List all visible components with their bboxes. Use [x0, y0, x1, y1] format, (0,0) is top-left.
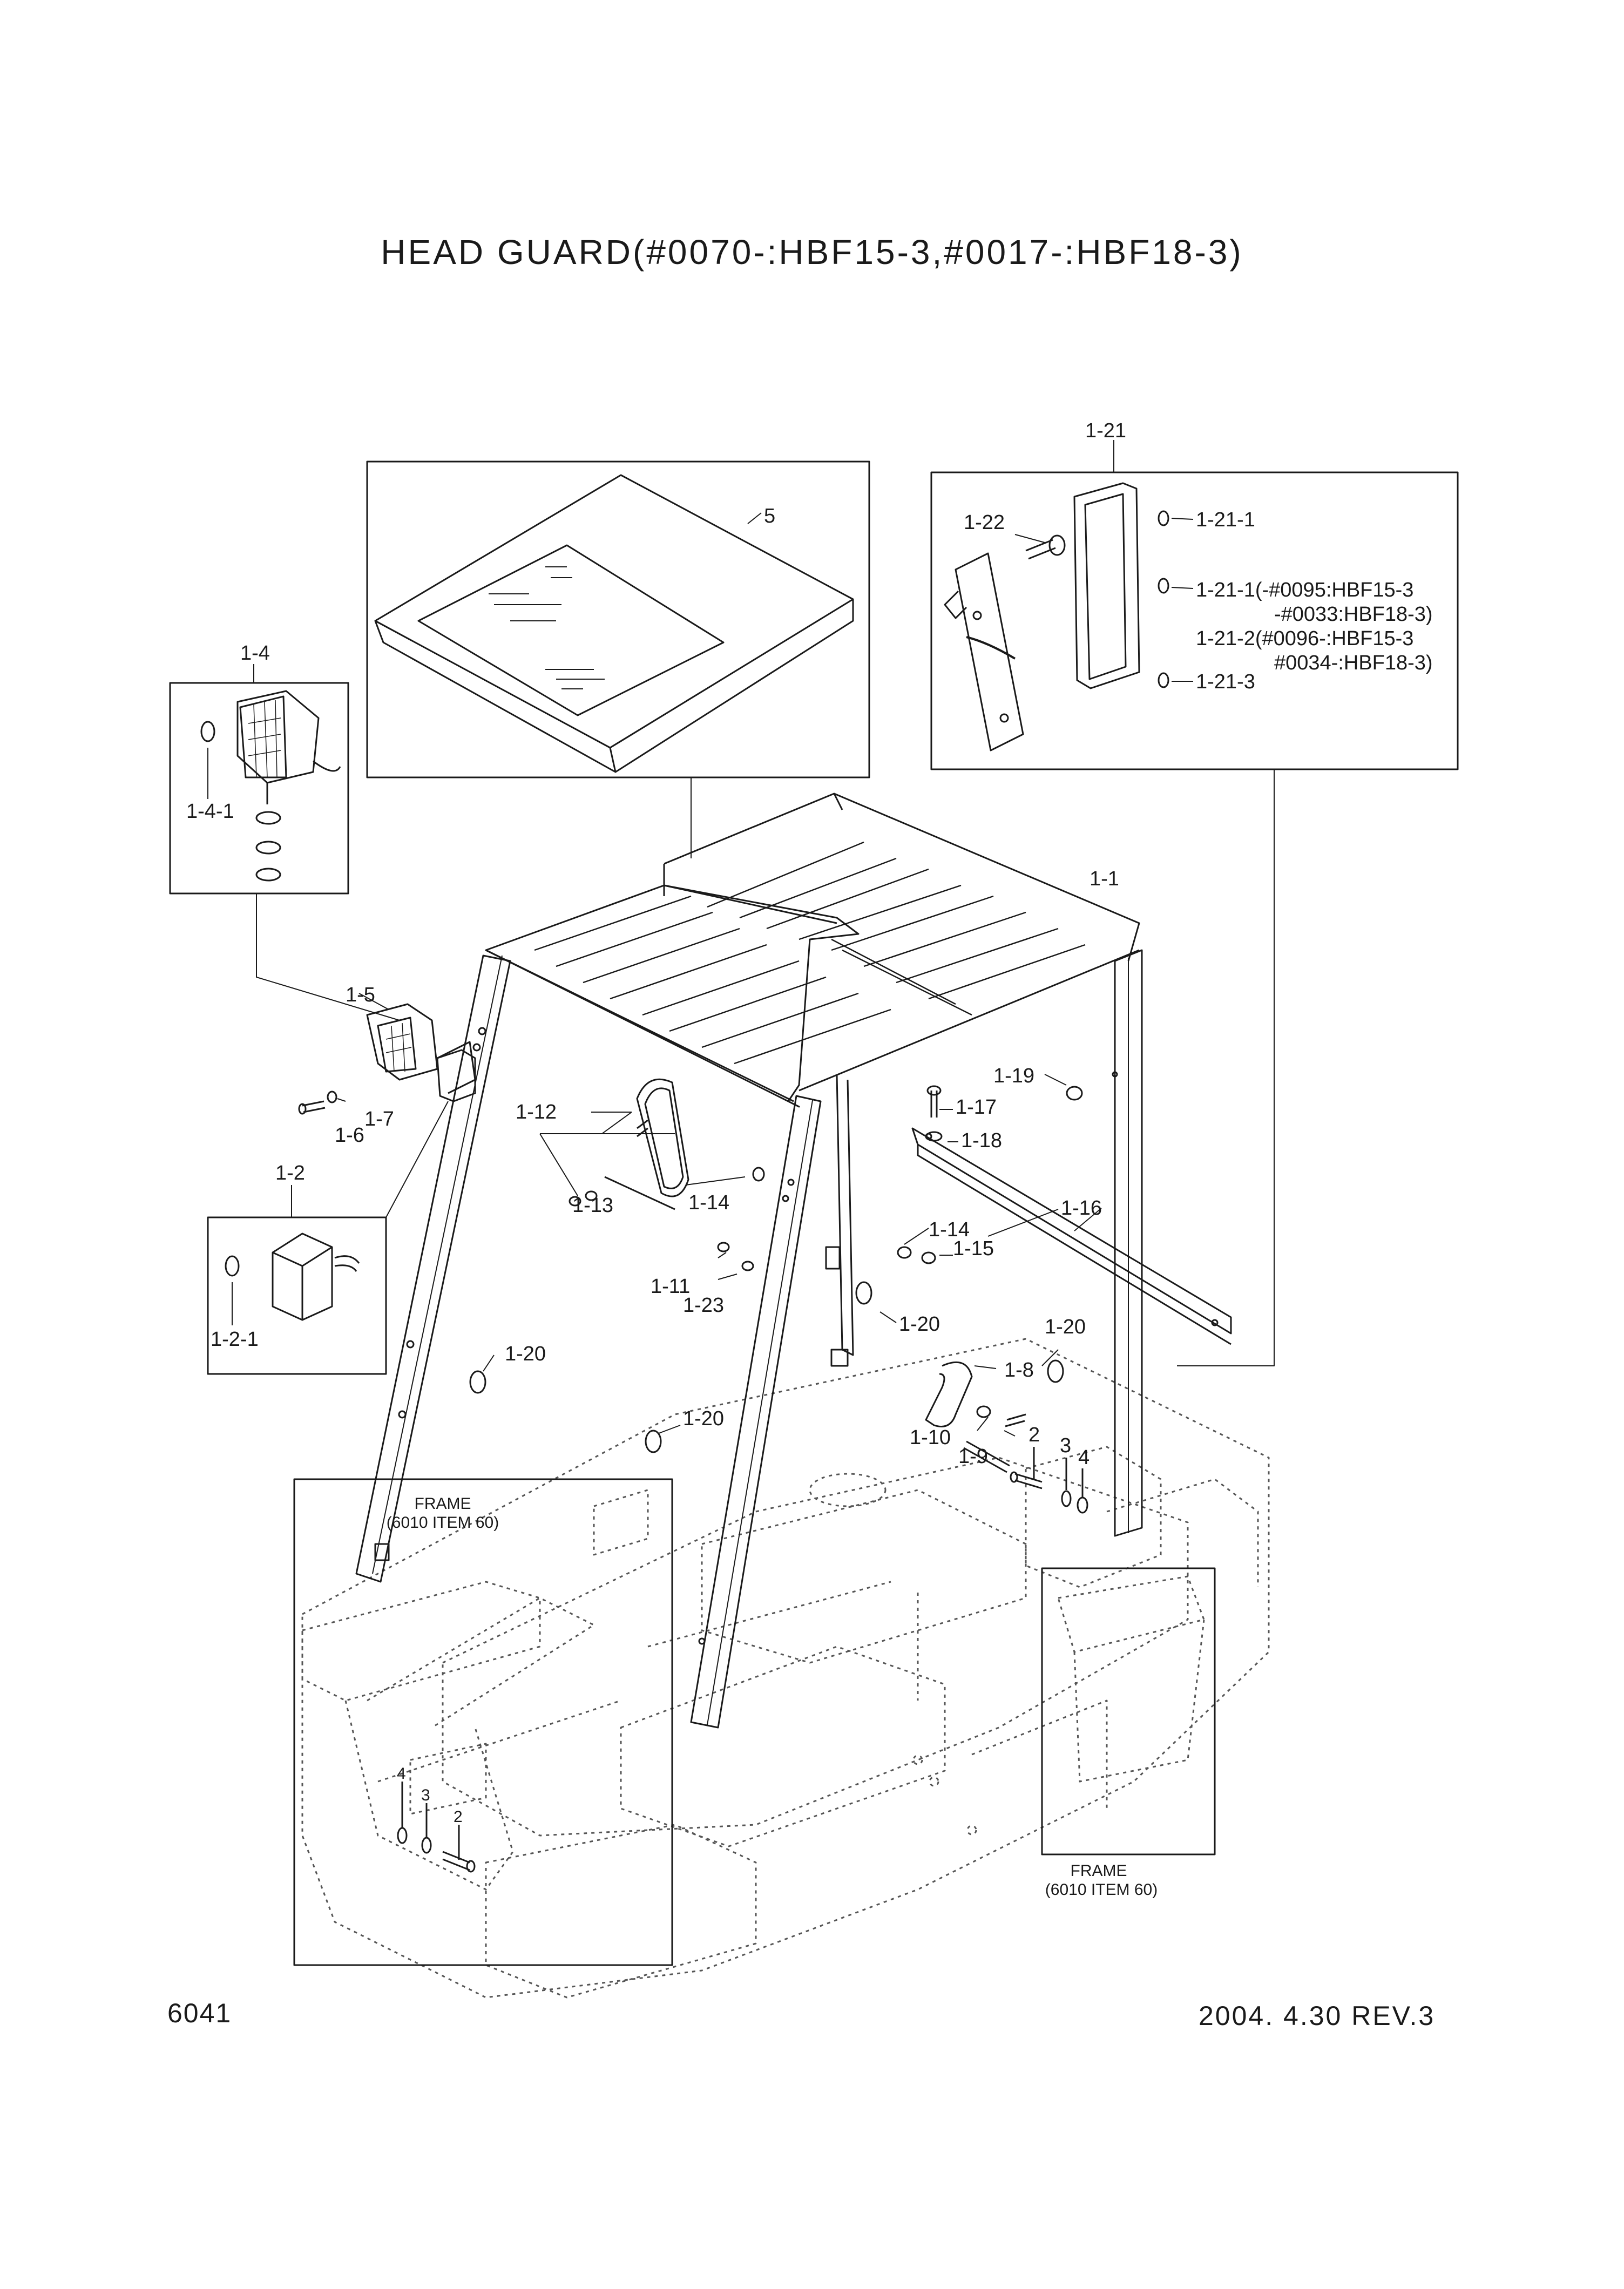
light-mount-box: [436, 1049, 476, 1102]
document-box-frame: [366, 460, 870, 778]
callout-1-21-1-range-cont: -#0033:HBF18-3): [1274, 603, 1433, 626]
light-bolts: [298, 1091, 337, 1115]
work-lamp-box: [169, 682, 349, 895]
callout-1-22: 1-22: [964, 511, 1005, 534]
callout-1-21-2-cont: #0034-:HBF18-3): [1274, 652, 1433, 674]
buzzer-box: [207, 1216, 387, 1375]
callout-1-11: 1-11: [651, 1275, 690, 1298]
callout-1-5: 1-5: [346, 984, 375, 1006]
rear-work-light: [366, 1003, 476, 1094]
callout-1-6: 1-6: [335, 1124, 364, 1147]
callout-5: 5: [764, 505, 775, 527]
callout-1-9: 1-9: [958, 1445, 988, 1468]
grab-handle: [925, 1361, 973, 1427]
callout-1-15: 1-15: [953, 1237, 994, 1260]
callout-2-right: 2: [1028, 1424, 1040, 1446]
callout-1-16: 1-16: [1061, 1197, 1102, 1220]
hardware: [569, 1085, 1083, 1473]
callout-4-left: 4: [397, 1765, 406, 1783]
callout-1-14-left: 1-14: [688, 1191, 729, 1214]
lamp-detail-box: [930, 471, 1459, 770]
callout-1-21-1: 1-21-1: [1196, 509, 1255, 531]
callout-1-21: 1-21: [1085, 419, 1126, 442]
mirror: [599, 1078, 689, 1210]
buzzer: [272, 1232, 360, 1321]
page-number: 6041: [167, 1998, 232, 2028]
revision-date: 2004. 4.30 REV.3: [1199, 2001, 1436, 2031]
buzzer-bulb: [225, 1255, 240, 1277]
callout-1-2-1: 1-2-1: [211, 1328, 259, 1351]
callout-1-1: 1-1: [1090, 868, 1119, 890]
callout-1-20-center: 1-20: [899, 1313, 940, 1336]
callout-1-7: 1-7: [364, 1108, 394, 1130]
callout-1-21-3: 1-21-3: [1196, 671, 1255, 693]
bolt-set-right: [1010, 1447, 1088, 1514]
callout-1-19: 1-19: [993, 1065, 1034, 1087]
callout-1-21-2: 1-21-2(#0096-:HBF15-3: [1196, 627, 1413, 650]
callout-1-17: 1-17: [956, 1096, 997, 1119]
callout-4-right: 4: [1078, 1446, 1090, 1469]
callout-1-4-1: 1-4-1: [186, 800, 234, 823]
frame-note-left-line2: (6010 ITEM 60): [387, 1514, 499, 1532]
callout-1-2: 1-2: [275, 1162, 305, 1184]
frame-detail-box-left: [293, 1478, 673, 1966]
frame-detail-box-right: [1041, 1567, 1216, 1855]
document-holder: [374, 474, 854, 773]
callout-1-20-mid: 1-20: [683, 1407, 724, 1430]
work-lamp: [236, 690, 341, 882]
callout-1-18: 1-18: [961, 1129, 1002, 1152]
callout-1-10: 1-10: [910, 1426, 951, 1449]
callout-2-left: 2: [454, 1808, 463, 1826]
truck-frame-outline: [301, 1338, 1270, 1999]
callout-1-4: 1-4: [240, 642, 270, 665]
diagram-title: HEAD GUARD(#0070-:HBF15-3,#0017-:HBF18-3…: [381, 233, 1243, 272]
callout-1-12: 1-12: [516, 1101, 557, 1123]
head-guard-frame: [355, 793, 1232, 1729]
frame-note-left-line1: FRAME: [415, 1495, 471, 1513]
callout-1-14-right: 1-14: [929, 1218, 970, 1241]
bolt-set-left: [397, 1782, 476, 1873]
callout-1-23: 1-23: [683, 1294, 724, 1317]
grommets: [469, 1281, 1064, 1453]
callout-3-left: 3: [421, 1786, 430, 1804]
rear-lamp-plate: [944, 552, 1024, 751]
callout-1-20-right: 1-20: [1045, 1316, 1086, 1338]
bulbs-right: [1158, 510, 1169, 688]
frame-note-right-line1: FRAME: [1071, 1862, 1127, 1880]
callout-1-8: 1-8: [1004, 1359, 1034, 1381]
lamp-housing: [1073, 482, 1140, 689]
frame-note-right-line2: (6010 ITEM 60): [1045, 1881, 1158, 1899]
lamp-screw: [1025, 534, 1066, 560]
callout-1-13: 1-13: [572, 1194, 613, 1217]
callout-1-20-left: 1-20: [505, 1343, 546, 1365]
callout-3-right: 3: [1060, 1434, 1071, 1457]
callout-1-21-1-range: 1-21-1(-#0095:HBF15-3: [1196, 579, 1413, 601]
work-lamp-bulb: [200, 721, 215, 742]
